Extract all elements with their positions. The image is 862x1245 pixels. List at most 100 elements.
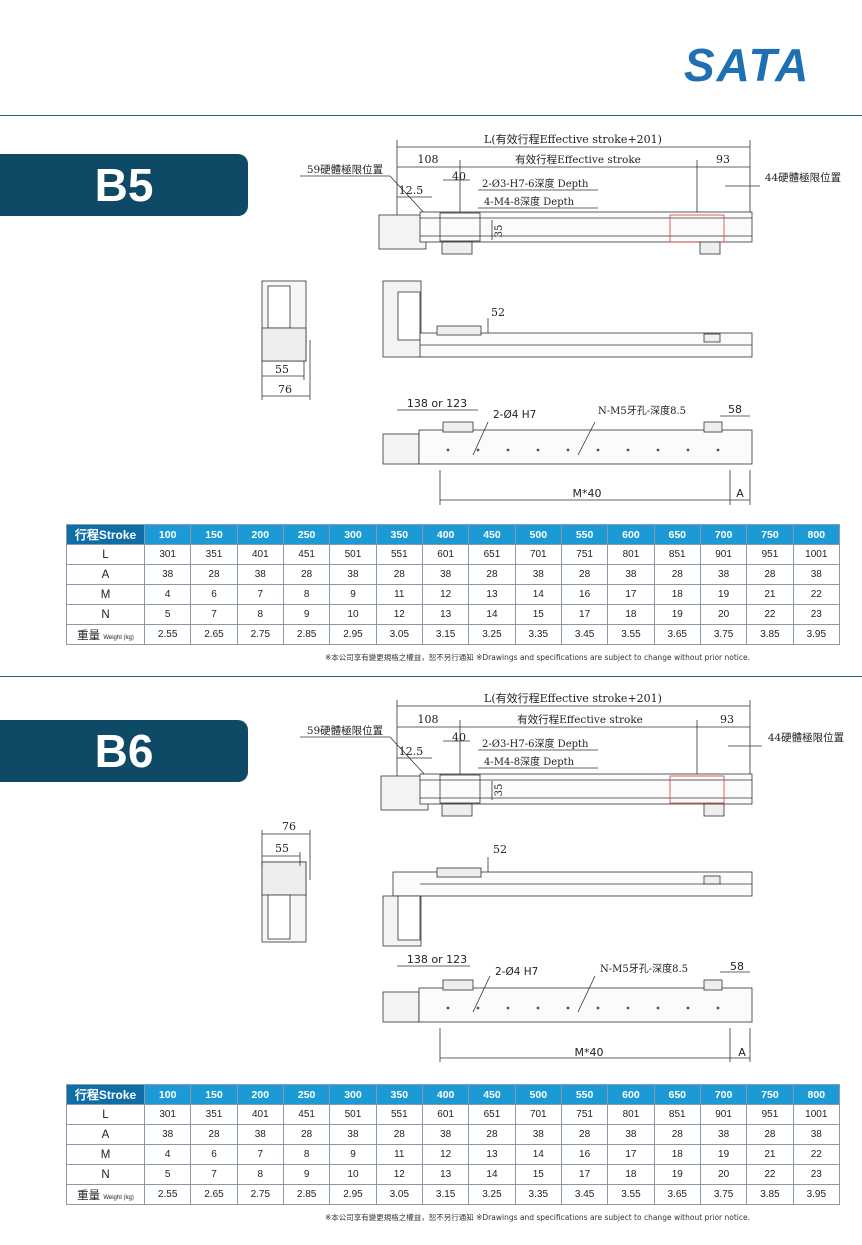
dim-138: 138 or 123 <box>407 953 467 966</box>
cell: 701 <box>514 1104 562 1125</box>
cell: 17 <box>560 1164 609 1185</box>
hole-note: 2-Ø4 H7 <box>493 409 536 421</box>
cell: 17 <box>607 1144 655 1165</box>
divider <box>0 676 862 677</box>
stroke-col: 700 <box>699 1084 748 1105</box>
cell: 651 <box>468 1104 516 1125</box>
dim-108: 108 <box>418 153 439 166</box>
cell: 12 <box>421 1144 470 1165</box>
dim-overall: L(有效行程Effective stroke+201) <box>484 691 662 705</box>
model-tag: B5 <box>0 154 248 216</box>
cell: 38 <box>792 1124 841 1145</box>
cell: 3.15 <box>421 624 470 645</box>
sata-logo: SATA <box>684 39 811 91</box>
cell: 19 <box>653 1164 701 1185</box>
stroke-col: 750 <box>746 524 794 545</box>
stroke-col: 350 <box>375 524 423 545</box>
cell: 9 <box>329 1144 377 1165</box>
model-tag: B6 <box>0 720 248 782</box>
dim-93: 93 <box>720 713 734 726</box>
cell: 28 <box>375 1124 423 1145</box>
dim-35: 35 <box>494 784 505 797</box>
cell: 28 <box>190 1124 238 1145</box>
cell: 501 <box>329 1104 377 1125</box>
cell: 15 <box>514 1164 562 1185</box>
cell: 2.85 <box>282 624 331 645</box>
cell: 2.85 <box>282 1184 331 1205</box>
right-limit-label: 44硬體極限位置 <box>765 171 841 184</box>
stroke-col: 200 <box>236 524 284 545</box>
weight-unit: Weight (kg) <box>103 1194 134 1201</box>
cell: 951 <box>746 1104 794 1125</box>
dim-40: 40 <box>452 170 466 183</box>
dim-55: 55 <box>275 363 289 376</box>
stroke-col: 800 <box>792 524 841 545</box>
pin-note: 2-Ø3-H7-6深度 Depth <box>482 177 589 190</box>
stroke-col: 600 <box>607 1084 655 1105</box>
weight-unit: Weight (kg) <box>103 634 134 641</box>
cell: 3.75 <box>699 624 748 645</box>
dim-overall: L(有效行程Effective stroke+201) <box>484 132 662 146</box>
nm5-note: N-M5牙孔-深度8.5 <box>600 962 688 975</box>
stroke-col: 500 <box>514 524 562 545</box>
stroke-col: 650 <box>653 524 701 545</box>
stroke-col: 100 <box>143 1084 192 1105</box>
cell: 3.25 <box>468 1184 516 1205</box>
cell: 551 <box>375 1104 423 1125</box>
stroke-col: 750 <box>746 1084 794 1105</box>
cell: 801 <box>607 1104 655 1125</box>
cell: 601 <box>421 1104 470 1125</box>
cell: 38 <box>699 1124 748 1145</box>
cell: 3.25 <box>468 624 516 645</box>
cell: 13 <box>421 1164 470 1185</box>
cell: 3.65 <box>653 1184 701 1205</box>
dim-52: 52 <box>493 843 507 856</box>
b5-drawing: L(有效行程Effective stroke+201) 108 有效行程Effe… <box>261 132 841 505</box>
dim-93: 93 <box>716 153 730 166</box>
header-label: 行程Stroke <box>66 524 145 545</box>
stroke-col: 350 <box>375 1084 423 1105</box>
cell: 851 <box>653 1104 701 1125</box>
stroke-col: 250 <box>282 1084 331 1105</box>
cell: 16 <box>560 1144 609 1165</box>
row-label: L <box>66 1104 145 1125</box>
weight-label: 重量 Weight (kg) <box>66 1184 145 1205</box>
pin-note: 2-Ø3-H7-6深度 Depth <box>482 737 589 750</box>
cell: 401 <box>236 1104 284 1125</box>
stroke-col: 550 <box>560 524 609 545</box>
cell: 20 <box>699 1164 748 1185</box>
cell: 38 <box>792 564 841 585</box>
weight-label-text: 重量 <box>77 629 101 642</box>
dim-a: A <box>736 487 744 500</box>
cell: 4 <box>143 1144 192 1165</box>
cell: 2.75 <box>236 1184 284 1205</box>
stroke-col: 500 <box>514 1084 562 1105</box>
cell: 38 <box>514 1124 562 1145</box>
cell: 2.95 <box>329 624 377 645</box>
stroke-col: 200 <box>236 1084 284 1105</box>
cell: 551 <box>375 544 423 565</box>
row-label: A <box>66 1124 145 1145</box>
cell: 19 <box>699 1144 748 1165</box>
hole-note: 2-Ø4 H7 <box>495 966 538 978</box>
cell: 301 <box>143 1104 192 1125</box>
cell: 5 <box>143 1164 192 1185</box>
cell: 21 <box>746 1144 794 1165</box>
cell: 7 <box>236 1144 284 1165</box>
cell: 14 <box>468 1164 516 1185</box>
cell: 8 <box>282 1144 331 1165</box>
cell: 3.55 <box>607 1184 655 1205</box>
stroke-col: 800 <box>792 1084 841 1105</box>
cell: 751 <box>560 1104 609 1125</box>
nm5-note: N-M5牙孔-深度8.5 <box>598 404 686 417</box>
cell: 3.05 <box>375 1184 423 1205</box>
divider <box>0 115 862 116</box>
stroke-col: 450 <box>468 524 516 545</box>
dim-a: A <box>738 1046 746 1059</box>
dim-stroke: 有效行程Effective stroke <box>515 153 641 166</box>
cell: 8 <box>236 604 284 625</box>
